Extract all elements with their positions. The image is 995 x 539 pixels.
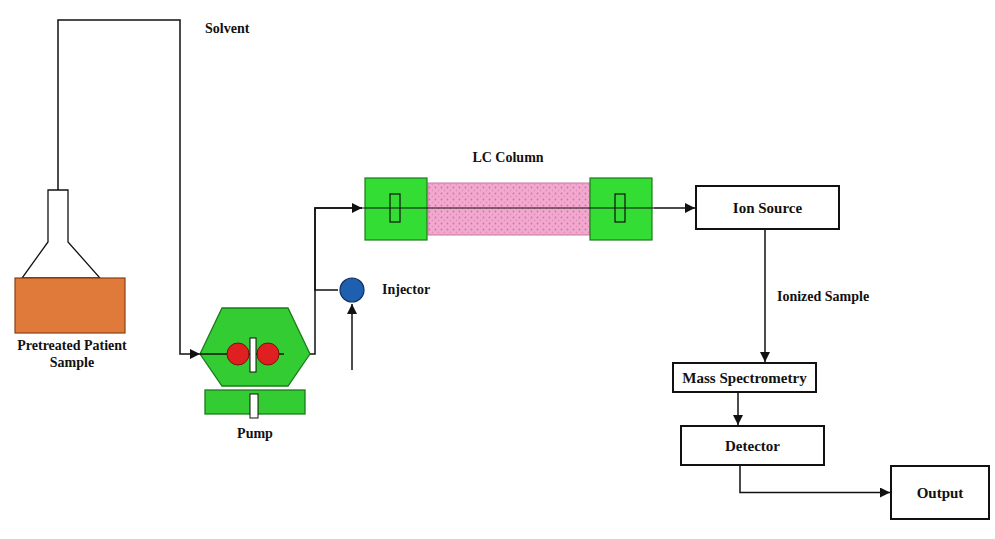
pump-shaft <box>250 338 256 372</box>
edge-label: Ionized Sample <box>775 289 871 305</box>
node-label: Mass Spectrometry <box>682 369 806 387</box>
injector-inlet-line <box>351 304 353 370</box>
pump-symbol: Pump <box>200 302 310 447</box>
flask-outline <box>22 190 100 278</box>
pump-rotor <box>227 343 249 365</box>
node-label: LC Column <box>362 150 654 167</box>
process-box: Ion Source <box>695 185 840 230</box>
sample-flask: Pretreated Patient Sample <box>12 190 132 380</box>
node-label: Pretreated Patient Sample <box>12 338 132 372</box>
node-label: Output <box>917 484 964 502</box>
column-end-fitting <box>590 178 652 240</box>
flow-connector <box>654 207 695 209</box>
column-packing <box>428 183 590 235</box>
flow-connector <box>740 466 890 493</box>
pump-rotor <box>257 343 279 365</box>
flow-connector <box>315 208 362 290</box>
pump-foot <box>250 394 258 418</box>
node-label: Ion Source <box>733 199 802 217</box>
process-box: Detector <box>680 425 825 466</box>
node-label: Injector <box>382 282 438 299</box>
pump-housing <box>200 308 310 386</box>
injector-valve <box>340 278 364 302</box>
node-label: Detector <box>725 437 780 455</box>
column-flow-line <box>362 207 654 208</box>
flow-connector <box>737 393 739 425</box>
injector-symbol: Injector <box>338 276 438 304</box>
edge-label: Solvent <box>203 21 251 37</box>
node-label: Pump <box>200 426 310 443</box>
output-box: Output <box>890 465 990 520</box>
column-end-fitting <box>365 178 427 240</box>
process-box: Mass Spectrometry <box>672 362 817 393</box>
lc-column: LC Column <box>362 150 654 243</box>
sample-base <box>15 278 125 333</box>
flow-connector <box>764 230 766 362</box>
node-outline <box>200 302 310 447</box>
